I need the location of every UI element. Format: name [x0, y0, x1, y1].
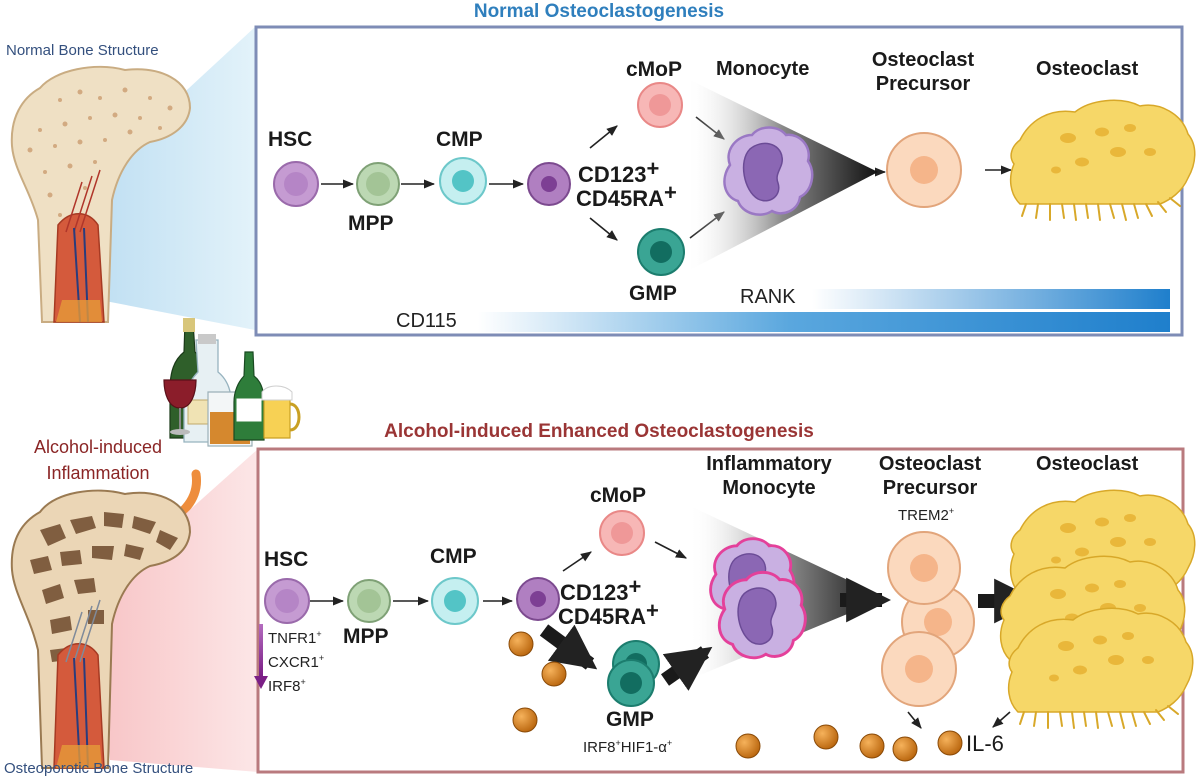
bottom-osteoclast-label: Osteoclast — [1036, 453, 1139, 475]
cd115-gradient-bar — [478, 312, 1170, 332]
alcohol-bottles-illustration — [163, 318, 301, 447]
trem2-marker: TREM2+ — [898, 506, 955, 524]
osteoporotic-bone-label: Osteoporotic Bone Structure — [4, 760, 194, 777]
gmp-markers: IRF8+HIF1-α+ — [583, 738, 673, 756]
top-cmp-label: CMP — [436, 128, 483, 151]
hsc-marker-tnfr1: TNFR1+ — [268, 629, 322, 647]
purple-down-arrow-shaft — [259, 624, 263, 676]
il6-label: IL-6 — [966, 731, 1004, 756]
bottom-hsc-label: HSC — [264, 548, 309, 571]
rank-label: RANK — [740, 286, 796, 308]
hsc-marker-cxcr1: CXCR1+ — [268, 653, 325, 671]
osteoporotic-bone-illustration — [10, 489, 192, 769]
hsc-marker-irf8: IRF8+ — [268, 677, 306, 695]
bottom-cd45ra-label: CD45RA+ — [558, 598, 659, 629]
top-cd123-label: CD123+ — [578, 156, 660, 187]
bottom-cd123-label: CD123+ — [560, 574, 642, 605]
bottom-section-title: Alcohol-induced Enhanced Osteoclastogene… — [384, 421, 814, 442]
bottom-cmp-label: CMP — [430, 545, 477, 568]
rank-gradient-bar — [812, 289, 1170, 309]
top-section-title: Normal Osteoclastogenesis — [473, 1, 725, 22]
top-cells — [273, 82, 1196, 276]
top-hsc-label: HSC — [268, 128, 313, 151]
bottom-mpp-label: MPP — [343, 625, 389, 648]
bottom-cells — [264, 489, 1196, 729]
bottom-gmp-label: GMP — [606, 708, 654, 731]
top-cmop-label: cMoP — [626, 58, 683, 81]
top-monocyte-label: Monocyte — [716, 58, 810, 80]
normal-bone-label: Normal Bone Structure — [6, 42, 159, 59]
cytokine-particles — [508, 631, 963, 762]
normal-bone-illustration — [10, 65, 192, 323]
top-mpp-label: MPP — [348, 212, 394, 235]
top-osteoclast-label: Osteoclast — [1036, 58, 1139, 80]
cd115-label: CD115 — [396, 310, 457, 332]
top-cd45ra-label: CD45RA+ — [576, 180, 677, 211]
bottom-cmop-label: cMoP — [590, 484, 647, 507]
top-gmp-label: GMP — [629, 282, 677, 305]
